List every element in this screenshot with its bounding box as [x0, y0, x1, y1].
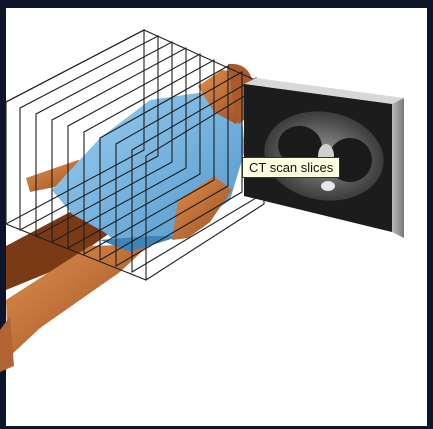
ct-scan-slices-tooltip: CT scan slices: [242, 157, 340, 178]
window-edge: [427, 0, 433, 429]
